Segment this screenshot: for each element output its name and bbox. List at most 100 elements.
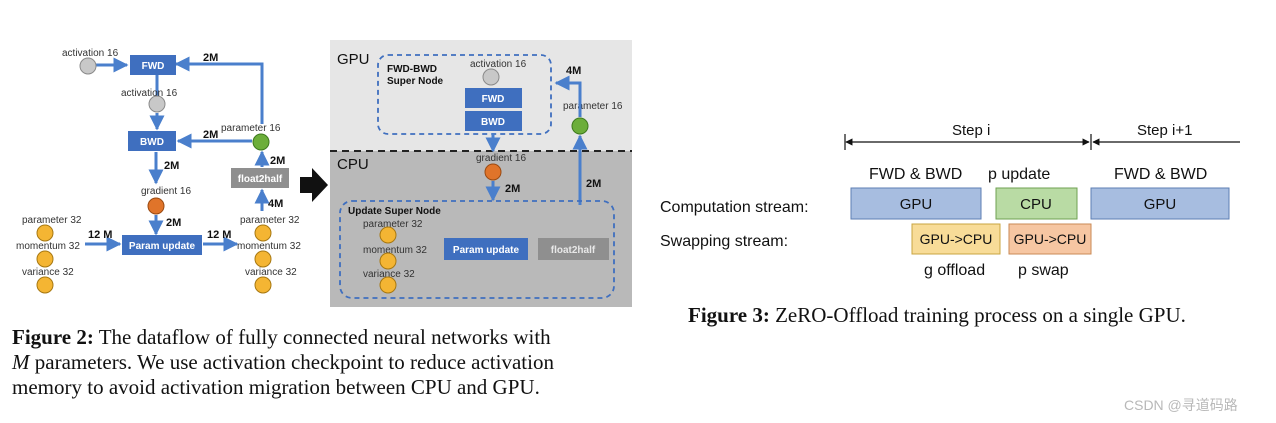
arrow-param16-to-fwd: [174, 56, 264, 124]
parameter32-left-circle: [36, 224, 54, 242]
cpu-momentum32-label: momentum 32: [363, 245, 427, 256]
cpu-float2half-label: float2half: [551, 245, 596, 256]
gpu-block-1-label: GPU: [900, 196, 933, 213]
fwd-node: [130, 55, 176, 75]
p-swap-block-label: GPU->CPU: [1014, 231, 1087, 247]
gpu-4m-label: 4M: [566, 65, 581, 77]
label-2m-grad: 2M: [164, 160, 179, 172]
label-2m-bwd: 2M: [203, 129, 218, 141]
figure3-caption-text: ZeRO-Offload training process on a singl…: [770, 303, 1186, 327]
swapping-stream-label: Swapping stream:: [660, 233, 788, 250]
figure3-caption-label: Figure 3:: [688, 303, 770, 327]
gpu-block-1: [850, 187, 982, 220]
figure2-caption-line2-text: parameters. We use activation checkpoint…: [30, 350, 555, 374]
cpu-2m-param-label: 2M: [586, 178, 601, 190]
gpu-parameter-circle: [571, 117, 589, 135]
figure2-caption-m: M: [11, 350, 31, 374]
param-update-node: [122, 235, 202, 255]
fwd-bwd-label-1: FWD & BWD: [869, 166, 962, 183]
cpu-gradient-circle: [484, 163, 502, 181]
gpu-fwd-label: FWD: [482, 94, 505, 105]
cpu-variance32-circle: [379, 276, 397, 294]
momentum32-left-label: momentum 32: [16, 241, 80, 252]
gpu-panel-title: GPU: [337, 51, 370, 68]
label-4m-float2half: 4M: [268, 198, 283, 210]
figure2-caption-line3: memory to avoid activation migration bet…: [12, 375, 540, 399]
g-swap-block: [911, 223, 1001, 255]
parameter32-right-label: parameter 32: [240, 215, 300, 226]
parameter16-circle: [252, 133, 270, 151]
gpu-fwd-node: [465, 88, 522, 108]
fwd-bwd-super-node-title-2: Super Node: [387, 76, 444, 87]
label-2m-top: 2M: [203, 52, 218, 64]
figure2-caption-line1: Figure 2: The dataflow of fully connecte…: [12, 325, 551, 349]
activation-top-label: activation 16: [62, 48, 119, 59]
cpu-parameter32-circle: [379, 226, 397, 244]
figure2-caption-line1-text: The dataflow of fully connected neural n…: [94, 325, 551, 349]
g-offload-label: g offload: [924, 262, 985, 279]
p-swap-label: p swap: [1018, 262, 1069, 279]
figure3-timeline: Step i Step i+1 FWD & BWD p update FWD &…: [660, 122, 1240, 327]
activation-circle-top: [79, 57, 97, 75]
activation-mid-label: activation 16: [121, 88, 178, 99]
float2half-label: float2half: [238, 174, 283, 185]
variance32-right-circle: [254, 276, 272, 294]
cpu-momentum32-circle: [379, 252, 397, 270]
figure3-caption: Figure 3: ZeRO-Offload training process …: [688, 303, 1186, 327]
label-2m-paramupdate: 2M: [166, 217, 181, 229]
arrow-gpu-param-to-node: [554, 75, 582, 117]
cpu-gradient-label: gradient 16: [476, 153, 526, 164]
bwd-node: [128, 131, 176, 151]
gpu-bwd-label: BWD: [481, 117, 505, 128]
cpu-variance32-label: variance 32: [363, 269, 415, 280]
gradient16-label: gradient 16: [141, 186, 191, 197]
gpu-bwd-node: [465, 111, 522, 131]
variance32-left-label: variance 32: [22, 267, 74, 278]
float2half-node: [231, 168, 289, 188]
momentum32-right-label: momentum 32: [237, 241, 301, 252]
cpu-block: [995, 187, 1078, 220]
variance32-right-label: variance 32: [245, 267, 297, 278]
param-update-label: Param update: [129, 241, 196, 252]
fwd-bwd-label-2: FWD & BWD: [1114, 166, 1207, 183]
step-i-label: Step i: [952, 122, 990, 139]
gpu-block-2: [1090, 187, 1230, 220]
cpu-float2half-node: [538, 238, 609, 260]
cpu-parameter32-label: parameter 32: [363, 219, 423, 230]
fwd-bwd-super-node-title-1: FWD-BWD: [387, 64, 437, 75]
gpu-block-2-label: GPU: [1144, 196, 1177, 213]
fwd-bwd-super-node-box: [377, 54, 552, 135]
label-2m-float2half: 2M: [270, 155, 285, 167]
momentum32-right-circle: [254, 250, 272, 268]
cpu-2m-grad-label: 2M: [505, 183, 520, 195]
figure2-caption-line2: M parameters. We use activation checkpoi…: [11, 350, 554, 374]
figure2-caption: Figure 2: The dataflow of fully connecte…: [11, 325, 554, 399]
p-swap-block: [1008, 223, 1092, 255]
step-i1-label: Step i+1: [1137, 122, 1192, 139]
watermark: CSDN @寻道码路: [1124, 397, 1238, 413]
cpu-panel: [330, 151, 632, 307]
figure2-caption-label: Figure 2:: [12, 325, 94, 349]
momentum32-left-circle: [36, 250, 54, 268]
cpu-param-update-label: Param update: [453, 245, 520, 256]
p-update-label: p update: [988, 166, 1050, 183]
cpu-block-label: CPU: [1020, 196, 1052, 213]
g-swap-block-label: GPU->CPU: [920, 231, 993, 247]
parameter32-right-circle: [254, 224, 272, 242]
bwd-node-label: BWD: [140, 137, 164, 148]
variance32-left-circle: [36, 276, 54, 294]
gpu-parameter-label: parameter 16: [563, 101, 623, 112]
cpu-param-update-node: [444, 238, 528, 260]
activation-circle-mid: [148, 95, 166, 113]
figure2-right-gpu-cpu: GPU CPU FWD-BWD Super Node activation 16…: [330, 40, 632, 307]
gpu-activation-circle: [482, 68, 500, 86]
gpu-activation-label: activation 16: [470, 59, 527, 70]
computation-stream-label: Computation stream:: [660, 199, 809, 216]
gradient16-circle: [147, 197, 165, 215]
label-12m-left: 12 M: [88, 229, 112, 241]
transform-arrow-icon: [300, 168, 328, 202]
figure2-left-dataflow: FWD BWD Param update float2half activati…: [16, 48, 301, 294]
fwd-node-label: FWD: [142, 61, 165, 72]
cpu-panel-title: CPU: [337, 156, 369, 173]
parameter16-label: parameter 16: [221, 123, 281, 134]
